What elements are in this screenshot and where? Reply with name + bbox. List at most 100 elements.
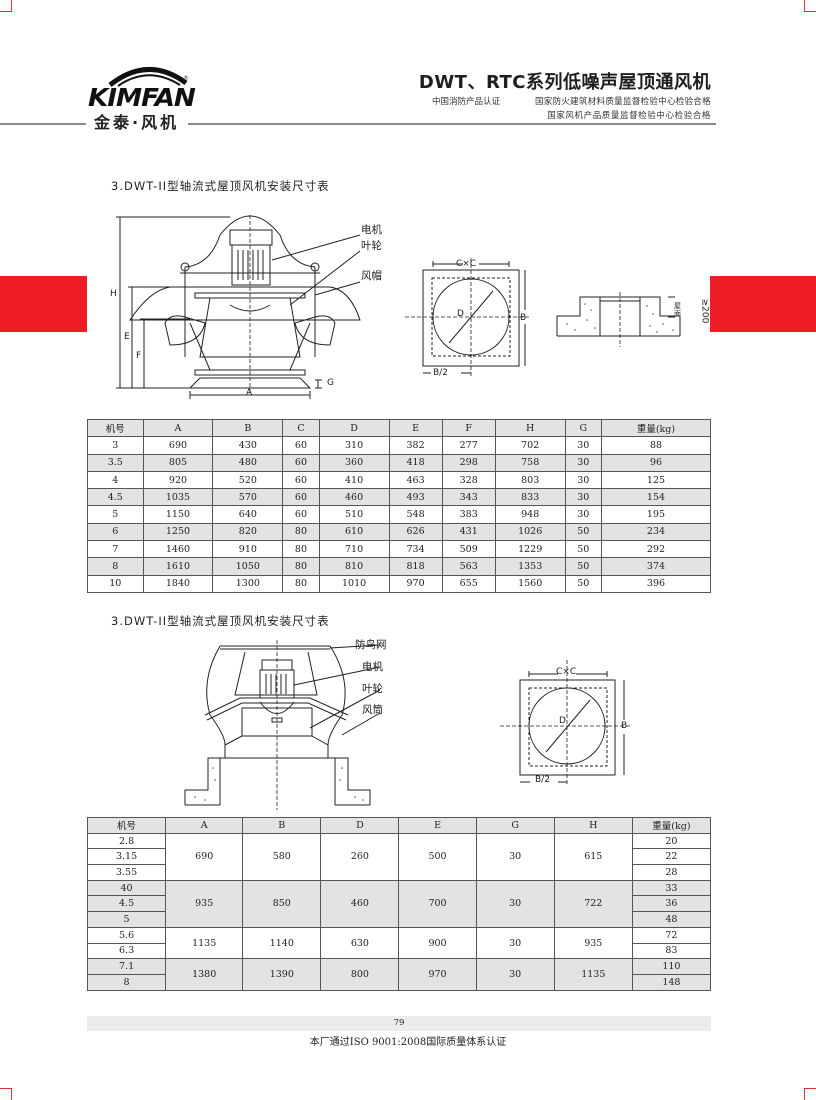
cell-model: 2.8 (86, 832, 167, 850)
cell-D: 460 (320, 879, 400, 928)
certification-building-materials: 国家防火建筑材料质量监督检验中心检验合格 (534, 97, 711, 107)
cell-H: 722 (553, 879, 633, 928)
cell: 3.5 (87, 453, 144, 472)
cell: 655 (441, 574, 496, 593)
page-number-bar: 79 (87, 1016, 711, 1031)
cell: 626 (388, 522, 443, 542)
cell-H: 935 (553, 926, 633, 960)
cell: 1035 (142, 488, 214, 507)
cell: 30 (564, 470, 602, 490)
cell: 96 (600, 453, 712, 472)
cell: 8 (87, 557, 144, 576)
table-row: 6.3 83 (86, 942, 712, 960)
table-row: 4.5 36 (86, 895, 712, 913)
cell: 690 (142, 436, 214, 455)
plan-dim-B: B (520, 313, 527, 323)
crop-mark-top-right (804, 0, 816, 12)
registered-mark: ® (183, 75, 189, 82)
page-number: 79 (393, 1018, 405, 1028)
cell: 80 (282, 557, 320, 576)
plan2-dim-B-half: B/2 (535, 775, 550, 785)
cell-D: 800 (320, 958, 400, 991)
cell: 1050 (212, 557, 284, 576)
cell: 610 (318, 522, 390, 542)
cell-A: 1135 (165, 926, 244, 960)
cell-model: 4.5 (86, 895, 167, 913)
col-header: 重量(kg) (600, 418, 712, 438)
cell-D: 260 (320, 832, 400, 881)
col-header: D (320, 817, 400, 834)
cell-G: 30 (475, 832, 555, 881)
table-row: 5.6 1135 1140 630 900 30 935 72 (86, 926, 712, 960)
cell: 125 (600, 470, 712, 490)
col-header: D (318, 418, 390, 438)
cell: 310 (318, 436, 390, 455)
cell: 410 (318, 470, 390, 490)
cell: 1560 (494, 574, 566, 593)
plan-view-drawing-2 (500, 660, 630, 785)
cell: 234 (600, 522, 712, 542)
cell: 1229 (494, 540, 566, 559)
dim-F: F (136, 351, 142, 361)
cell-D: 630 (320, 926, 400, 960)
cell: 60 (282, 436, 320, 455)
cell: 5 (87, 505, 144, 524)
cell: 734 (388, 540, 443, 559)
certification-fan-quality: 国家风机产品质量监督检验中心检验合格 (547, 111, 711, 121)
cell: 50 (564, 557, 602, 576)
dimension-table-2: 机号 A B D E G H 重量(kg) 2.8 690 580 260 50… (86, 817, 712, 991)
plan-dim-B-half: B/2 (433, 368, 448, 378)
col-header: 机号 (87, 418, 144, 438)
cell: 60 (282, 470, 320, 490)
cell: 374 (600, 557, 712, 576)
fan-elevation-drawing-1 (116, 215, 361, 399)
label-duct: 风筒 (362, 704, 383, 716)
cell: 154 (600, 488, 712, 507)
col-header: E (388, 418, 443, 438)
cell: 80 (282, 540, 320, 559)
fan-elevation-drawing-2 (184, 640, 381, 810)
col-header: F (441, 418, 496, 438)
col-header: H (494, 418, 566, 438)
cell: 360 (318, 453, 390, 472)
cell: 810 (318, 557, 390, 576)
plan-dim-D: D (457, 309, 464, 319)
cell: 1300 (212, 574, 284, 593)
col-header: B (212, 418, 284, 438)
cell-model: 7.1 (86, 958, 167, 975)
plan-view-drawing-1 (405, 258, 530, 378)
certification-fire: 中国消防产品认证 (432, 97, 501, 107)
label-impeller-2: 叶轮 (362, 683, 383, 695)
cell-model: 5.6 (86, 926, 167, 944)
cell-G: 30 (475, 958, 555, 991)
cell-weight: 36 (631, 895, 712, 913)
cell: 1840 (142, 574, 214, 593)
cell-weight: 110 (631, 958, 712, 975)
cell-weight: 48 (631, 911, 712, 928)
cell: 383 (441, 505, 496, 524)
cell: 30 (564, 436, 602, 455)
dim-H: H (110, 289, 117, 299)
cell: 710 (318, 540, 390, 559)
cell: 480 (212, 453, 284, 472)
cell: 1010 (318, 574, 390, 593)
cell-weight: 20 (631, 832, 712, 850)
cell-E: 700 (398, 879, 477, 928)
cell-E: 970 (398, 958, 477, 991)
dim-G: G (327, 378, 334, 388)
col-header: E (398, 817, 477, 834)
cell-B: 1140 (242, 926, 322, 960)
plan2-dim-CxC: C×C (556, 667, 577, 677)
cell: 4 (87, 470, 144, 490)
cell: 818 (388, 557, 443, 576)
table-header-row: 机号 A B D E G H 重量(kg) (86, 817, 712, 834)
cell-weight: 72 (631, 926, 712, 944)
cell: 50 (564, 574, 602, 593)
cell-weight: 148 (631, 973, 712, 991)
cell: 80 (282, 522, 320, 542)
